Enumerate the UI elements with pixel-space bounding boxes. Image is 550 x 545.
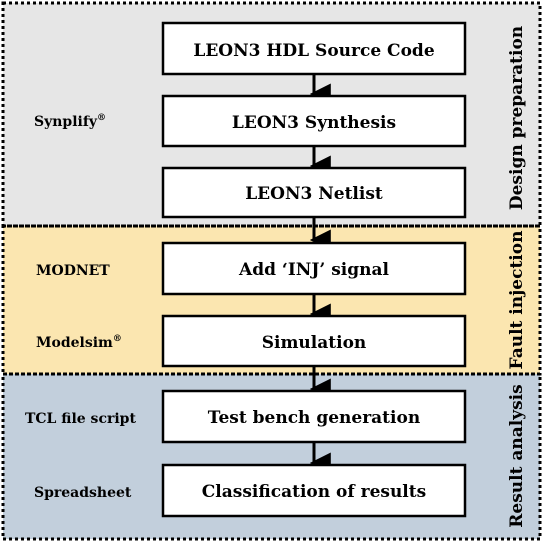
tool-synplify-label: Synplify® [34, 113, 106, 130]
step-test-bench-label: Test bench generation [208, 408, 420, 428]
step-synthesis: LEON3 Synthesis [161, 94, 467, 148]
stage-design-preparation-label: Design preparation [507, 26, 527, 210]
tool-spreadsheet-label: Spreadsheet [34, 485, 132, 501]
stage-result-analysis-label: Result analysis [507, 384, 527, 527]
step-synthesis-label: LEON3 Synthesis [232, 113, 396, 133]
step-classification: Classification of results [161, 463, 467, 518]
tool-modnet-label: MODNET [36, 263, 110, 279]
step-simulation: Simulation [161, 314, 467, 368]
step-netlist-label: LEON3 Netlist [245, 184, 383, 204]
fault-injection-border [1, 224, 542, 376]
step-add-inj-signal-label: Add ‘INJ’ signal [238, 260, 389, 280]
step-add-inj-signal: Add ‘INJ’ signal [161, 241, 467, 296]
tool-modelsim-label: Modelsim® [36, 334, 122, 351]
step-source-code: LEON3 HDL Source Code [161, 21, 467, 76]
design-preparation-border [1, 1, 542, 228]
tool-tcl-label: TCL file script [25, 411, 136, 427]
stage-fault-injection-label: Fault injection [507, 231, 527, 370]
result-analysis-border [1, 372, 542, 541]
step-test-bench: Test bench generation [161, 389, 467, 444]
step-source-code-label: LEON3 HDL Source Code [193, 41, 434, 61]
step-netlist: LEON3 Netlist [161, 166, 467, 219]
step-simulation-label: Simulation [262, 333, 367, 353]
step-classification-label: Classification of results [202, 482, 426, 502]
